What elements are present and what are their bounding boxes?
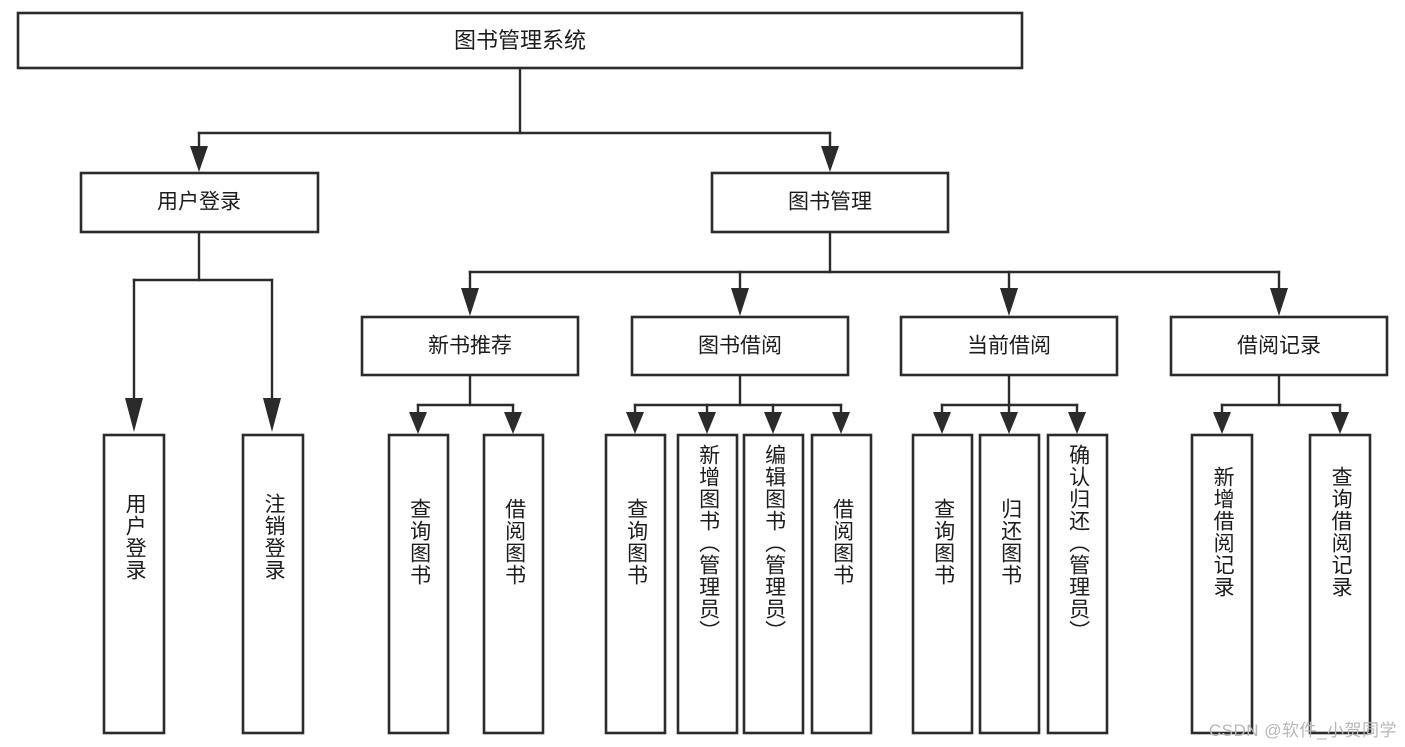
node-root-system-label: 图书管理系统 — [454, 28, 586, 53]
node-book-manage-label: 图书管理 — [788, 191, 872, 214]
arrow-head-leaf-logout-login — [263, 398, 281, 432]
node-new-book-recommend-box — [360, 315, 580, 377]
arrow-head-book-borrow — [731, 288, 749, 316]
connector-group-book-borrow — [626, 373, 850, 434]
leaf-add-book-box[interactable] — [676, 433, 739, 735]
arrow-head-current-borrow — [1000, 288, 1018, 316]
connector-group-book-manage — [461, 230, 1288, 316]
connector-group-root — [190, 66, 839, 172]
node-root-system-box — [16, 11, 1024, 70]
arrow-head-leaf-query-record — [1331, 412, 1349, 434]
node-borrow-record[interactable]: 借阅记录 — [1169, 315, 1389, 377]
leaf-edit-book-box[interactable] — [742, 433, 805, 735]
arrow-head-leaf-add-record — [1213, 412, 1231, 434]
connector-group-borrow-record — [1213, 373, 1349, 434]
leaf-query-book-2-box[interactable] — [604, 433, 667, 735]
node-borrow-record-label: 借阅记录 — [1237, 335, 1321, 358]
arrow-head-new-book-recommend — [461, 288, 479, 316]
leaf-user-login-box[interactable] — [102, 433, 166, 735]
leaf-logout-login-box[interactable] — [241, 433, 305, 735]
node-book-borrow[interactable]: 图书借阅 — [630, 315, 850, 377]
connector-group-new-book-recommend — [409, 373, 522, 434]
node-current-borrow-label: 当前借阅 — [967, 335, 1051, 358]
node-user-login[interactable]: 用户登录 — [79, 171, 320, 234]
leaf-query-book-1-box[interactable] — [387, 433, 450, 735]
arrow-head-leaf-borrow-book-2 — [832, 412, 850, 434]
leaf-borrow-book-1-box[interactable] — [482, 433, 545, 735]
arrow-head-leaf-borrow-book-1 — [504, 412, 522, 434]
node-borrow-record-box — [1169, 315, 1389, 377]
node-new-book-recommend-label: 新书推荐 — [428, 335, 512, 358]
leaf-return-book-box[interactable] — [978, 433, 1041, 735]
arrow-head-leaf-user-login — [125, 398, 143, 432]
arrow-head-user-login — [190, 146, 208, 172]
arrow-head-leaf-query-book-2 — [626, 412, 644, 434]
node-user-login-box — [79, 171, 320, 234]
leaf-confirm-return-box[interactable] — [1046, 433, 1109, 735]
arrow-head-leaf-return-book — [1000, 412, 1018, 434]
connector-group-current-borrow — [933, 373, 1086, 434]
node-current-borrow-box — [899, 315, 1119, 377]
leaf-borrow-book-2-box[interactable] — [810, 433, 873, 735]
leaf-query-record-box[interactable] — [1308, 433, 1372, 735]
node-user-login-label: 用户登录 — [157, 191, 241, 214]
arrow-head-leaf-edit-book — [764, 412, 782, 434]
arrow-head-leaf-confirm-return — [1068, 412, 1086, 434]
arrow-head-leaf-query-book-3 — [933, 412, 951, 434]
node-root-system[interactable]: 图书管理系统 — [16, 11, 1024, 70]
node-current-borrow[interactable]: 当前借阅 — [899, 315, 1119, 377]
node-book-borrow-box — [630, 315, 850, 377]
arrow-head-leaf-add-book — [698, 412, 716, 434]
node-book-manage-box — [710, 171, 950, 234]
leaf-add-record-box[interactable] — [1190, 433, 1254, 735]
connector-group-user-login — [125, 230, 281, 432]
arrow-head-borrow-record — [1270, 288, 1288, 316]
arrow-head-book-manage — [821, 146, 839, 172]
node-new-book-recommend[interactable]: 新书推荐 — [360, 315, 580, 377]
arrow-head-leaf-query-book-1 — [409, 412, 427, 434]
watermark: CSDN @软件_小贺同学 — [1208, 721, 1397, 740]
node-book-manage[interactable]: 图书管理 — [710, 171, 950, 234]
leaf-query-book-3-box[interactable] — [911, 433, 974, 735]
leaf-boxes — [102, 433, 1372, 735]
node-book-borrow-label: 图书借阅 — [698, 335, 782, 358]
